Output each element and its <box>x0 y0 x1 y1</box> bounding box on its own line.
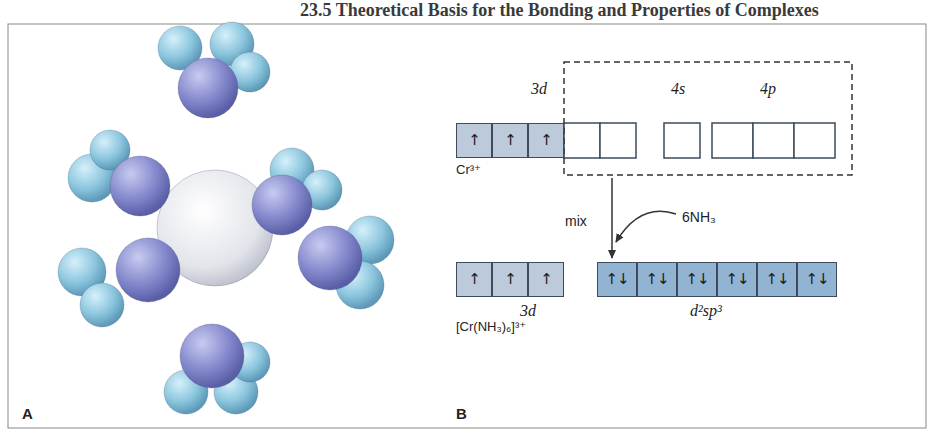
orbital-box: ↑ <box>492 123 528 158</box>
hybrid-label: d²sp³ <box>690 302 722 320</box>
molecule-model <box>58 22 394 414</box>
orbital-box: ↑↓ <box>637 262 677 297</box>
process-label: mix <box>565 214 587 229</box>
empty-orbital-boxes <box>564 123 835 158</box>
mix-arrow <box>611 178 613 258</box>
orbital-box: ↑ <box>528 123 564 158</box>
orbital-box: ↑ <box>456 262 492 297</box>
orbital-label: 4s <box>671 80 685 98</box>
electron-arrows: ↑↓ <box>805 272 828 287</box>
orbital-label: 3d <box>531 80 547 98</box>
orbital-box: ↑↓ <box>597 262 637 297</box>
electron-arrows: ↑ <box>540 272 552 287</box>
running-header: 23.5 Theoretical Basis for the Bonding a… <box>300 1 819 21</box>
dashed-bracket <box>564 62 852 175</box>
orbital-label: 3d <box>520 302 536 320</box>
nitrogen-atom <box>116 238 180 302</box>
hydrogen-atom <box>80 283 124 327</box>
nitrogen-atom <box>298 226 362 290</box>
orbital-box: ↑↓ <box>677 262 717 297</box>
ligand-arrow <box>616 211 676 242</box>
electron-arrows: ↑ <box>468 272 480 287</box>
complex-label: [Cr(NH₃)₆]³⁺ <box>456 320 526 334</box>
electron-arrows: ↑ <box>504 272 516 287</box>
electron-arrows: ↑↓ <box>765 272 788 287</box>
electron-arrows: ↑ <box>468 133 480 148</box>
nitrogen-atom <box>252 175 312 235</box>
electron-arrows: ↑↓ <box>645 272 668 287</box>
orbital-label: 4p <box>760 80 776 98</box>
electron-arrows: ↑ <box>540 133 552 148</box>
ligand-label: 6NH₃ <box>682 210 716 225</box>
figure-frame <box>8 24 926 428</box>
electron-arrows: ↑↓ <box>685 272 708 287</box>
electron-arrows: ↑↓ <box>605 272 628 287</box>
orbital-box: ↑ <box>456 123 492 158</box>
electron-arrows: ↑↓ <box>725 272 748 287</box>
orbital-box: ↑ <box>492 262 528 297</box>
orbital-box: ↑↓ <box>717 262 757 297</box>
orbital-box: ↑↓ <box>797 262 837 297</box>
electron-arrows: ↑ <box>504 133 516 148</box>
nitrogen-atom <box>180 324 244 388</box>
nitrogen-atom <box>110 156 170 216</box>
orbital-box: ↑ <box>528 262 564 297</box>
ion-label: Cr³⁺ <box>456 163 481 177</box>
orbital-box: ↑↓ <box>757 262 797 297</box>
part-letter: A <box>22 406 33 423</box>
part-letter: B <box>456 406 467 423</box>
nitrogen-atom <box>178 58 238 118</box>
